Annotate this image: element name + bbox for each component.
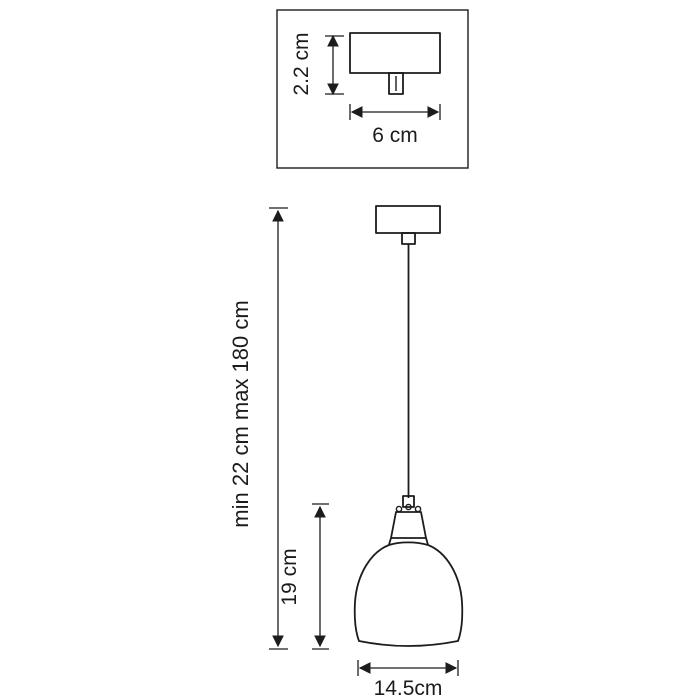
cord-grip [402,495,415,508]
shade-height-dim-label: 19 cm [278,548,301,605]
inset-height-dim-label: 2.2 cm [290,32,313,95]
inset-border [276,9,469,169]
shade-neck [388,537,429,546]
socket-screw-center [405,503,412,511]
suspension-dimension: min 22 cm max 180 cm [228,207,288,650]
canopy-stem [401,232,416,245]
socket-screw-right [414,505,422,513]
ceiling-canopy [375,205,441,234]
lamp-socket [390,495,427,539]
shade-width-dimension: 14.5cm [357,660,459,700]
canopy-detail [349,32,441,74]
socket-screw-left [395,505,403,513]
canopy-stem-detail [388,72,404,95]
inset-height-dimension: 2.2 cm [290,32,344,96]
mount-detail-inset: 2.2 cm 6 cm [276,9,469,169]
pendant-lamp-drawing: min 22 cm max 180 cm 19 cm 14.5cm [228,205,464,700]
socket-body [390,511,427,539]
inset-width-dim-label: 6 cm [372,124,418,147]
inset-width-dimension: 6 cm [349,104,441,147]
lamp-shade [353,541,464,647]
suspension-dim-label: min 22 cm max 180 cm [228,300,253,527]
shade-height-dimension: 19 cm [278,503,329,650]
shade-width-dim-label: 14.5cm [374,677,443,700]
